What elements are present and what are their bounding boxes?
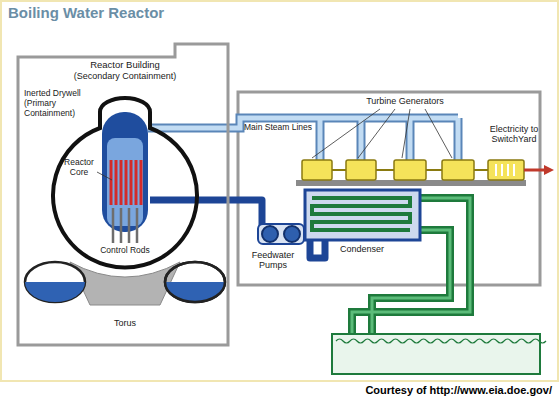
reactor-building: Reactor Building(Secondary Containment) I… (18, 44, 228, 345)
reactor-vessel (102, 112, 148, 232)
cooling-water (504, 339, 518, 343)
reactor-vessel (111, 160, 141, 205)
electricity-arrow (544, 165, 554, 175)
part-label: Feedwater Pumps (244, 250, 302, 271)
steam-line (148, 118, 458, 160)
torus (25, 262, 85, 302)
cooling-water (332, 334, 546, 374)
feedwater-pumps (258, 224, 304, 244)
node-heading: Inerted Drywell (Primary Containment) (24, 89, 98, 118)
reactor-vessel (102, 112, 148, 232)
reactor-building-outline (18, 44, 228, 345)
drywell-outline (53, 98, 197, 268)
part-label: Reactor Core (62, 158, 96, 178)
turbines (346, 160, 376, 180)
condenser (305, 190, 420, 240)
feedwater-pumps (262, 226, 278, 242)
diagram-title: Boiling Water Reactor (8, 4, 164, 21)
outer-frame (1, 1, 558, 381)
turbines (394, 160, 426, 180)
torus (165, 262, 225, 302)
turbines (302, 160, 488, 180)
cooling-water (350, 339, 364, 343)
part-label: Condenser (332, 244, 392, 254)
cooling-water (434, 339, 448, 343)
part-label: Torus (100, 318, 150, 328)
leader-line (312, 109, 452, 158)
part-label: Turbine Generators (355, 96, 455, 106)
cooling-water (420, 339, 434, 343)
turbine-platform (296, 180, 526, 186)
drywell: Inerted Drywell (Primary Containment) (22, 86, 227, 312)
steam-line (148, 118, 458, 160)
cooling-water (332, 334, 540, 374)
node-subheading: (Secondary Containment) (55, 71, 195, 81)
reactor-building-outline (18, 44, 228, 345)
torus (25, 282, 85, 302)
electricity-arrow (524, 169, 546, 172)
cooling-water (462, 339, 476, 343)
part-label: Main Steam Lines (244, 123, 312, 133)
cooling-water (364, 339, 378, 343)
turbines (332, 169, 488, 171)
leader-line (312, 109, 452, 158)
drywell-outline (22, 86, 227, 312)
outer-frame (1, 1, 558, 381)
feedwater-line (150, 200, 325, 258)
cooling-water (336, 339, 350, 343)
feedwater-pumps (284, 226, 300, 242)
leader-line (97, 172, 112, 180)
turbines (442, 160, 474, 180)
generator (496, 164, 514, 176)
drywell-outline (53, 98, 197, 268)
part-label: Control Rods (90, 246, 160, 256)
cooling-water (476, 339, 490, 343)
generator (488, 160, 524, 180)
cooling-water (378, 339, 392, 343)
turbines (302, 160, 332, 180)
turbine-platform (296, 180, 526, 186)
control-rods (113, 208, 137, 243)
cooling-water (532, 339, 546, 343)
node-heading: Reactor Building (55, 60, 195, 71)
cooling-water (392, 339, 406, 343)
electricity-arrow (524, 165, 554, 175)
torus (165, 282, 225, 302)
steam-line (148, 118, 458, 160)
feedwater-pumps (258, 224, 304, 244)
control-rods (113, 208, 137, 243)
condenser (305, 190, 420, 240)
cooling-water (406, 339, 420, 343)
cooling-water (448, 339, 462, 343)
source-caption: Courtesy of http://www.eia.doe.gov/ (365, 384, 552, 397)
output-label: Electricity to SwitchYard (488, 124, 540, 145)
leader-line (97, 172, 112, 180)
torus (165, 262, 225, 302)
condenser (312, 198, 410, 230)
generator (488, 160, 524, 180)
cooling-water (518, 339, 532, 343)
cooling-water (490, 339, 504, 343)
feedwater-line (150, 200, 325, 258)
